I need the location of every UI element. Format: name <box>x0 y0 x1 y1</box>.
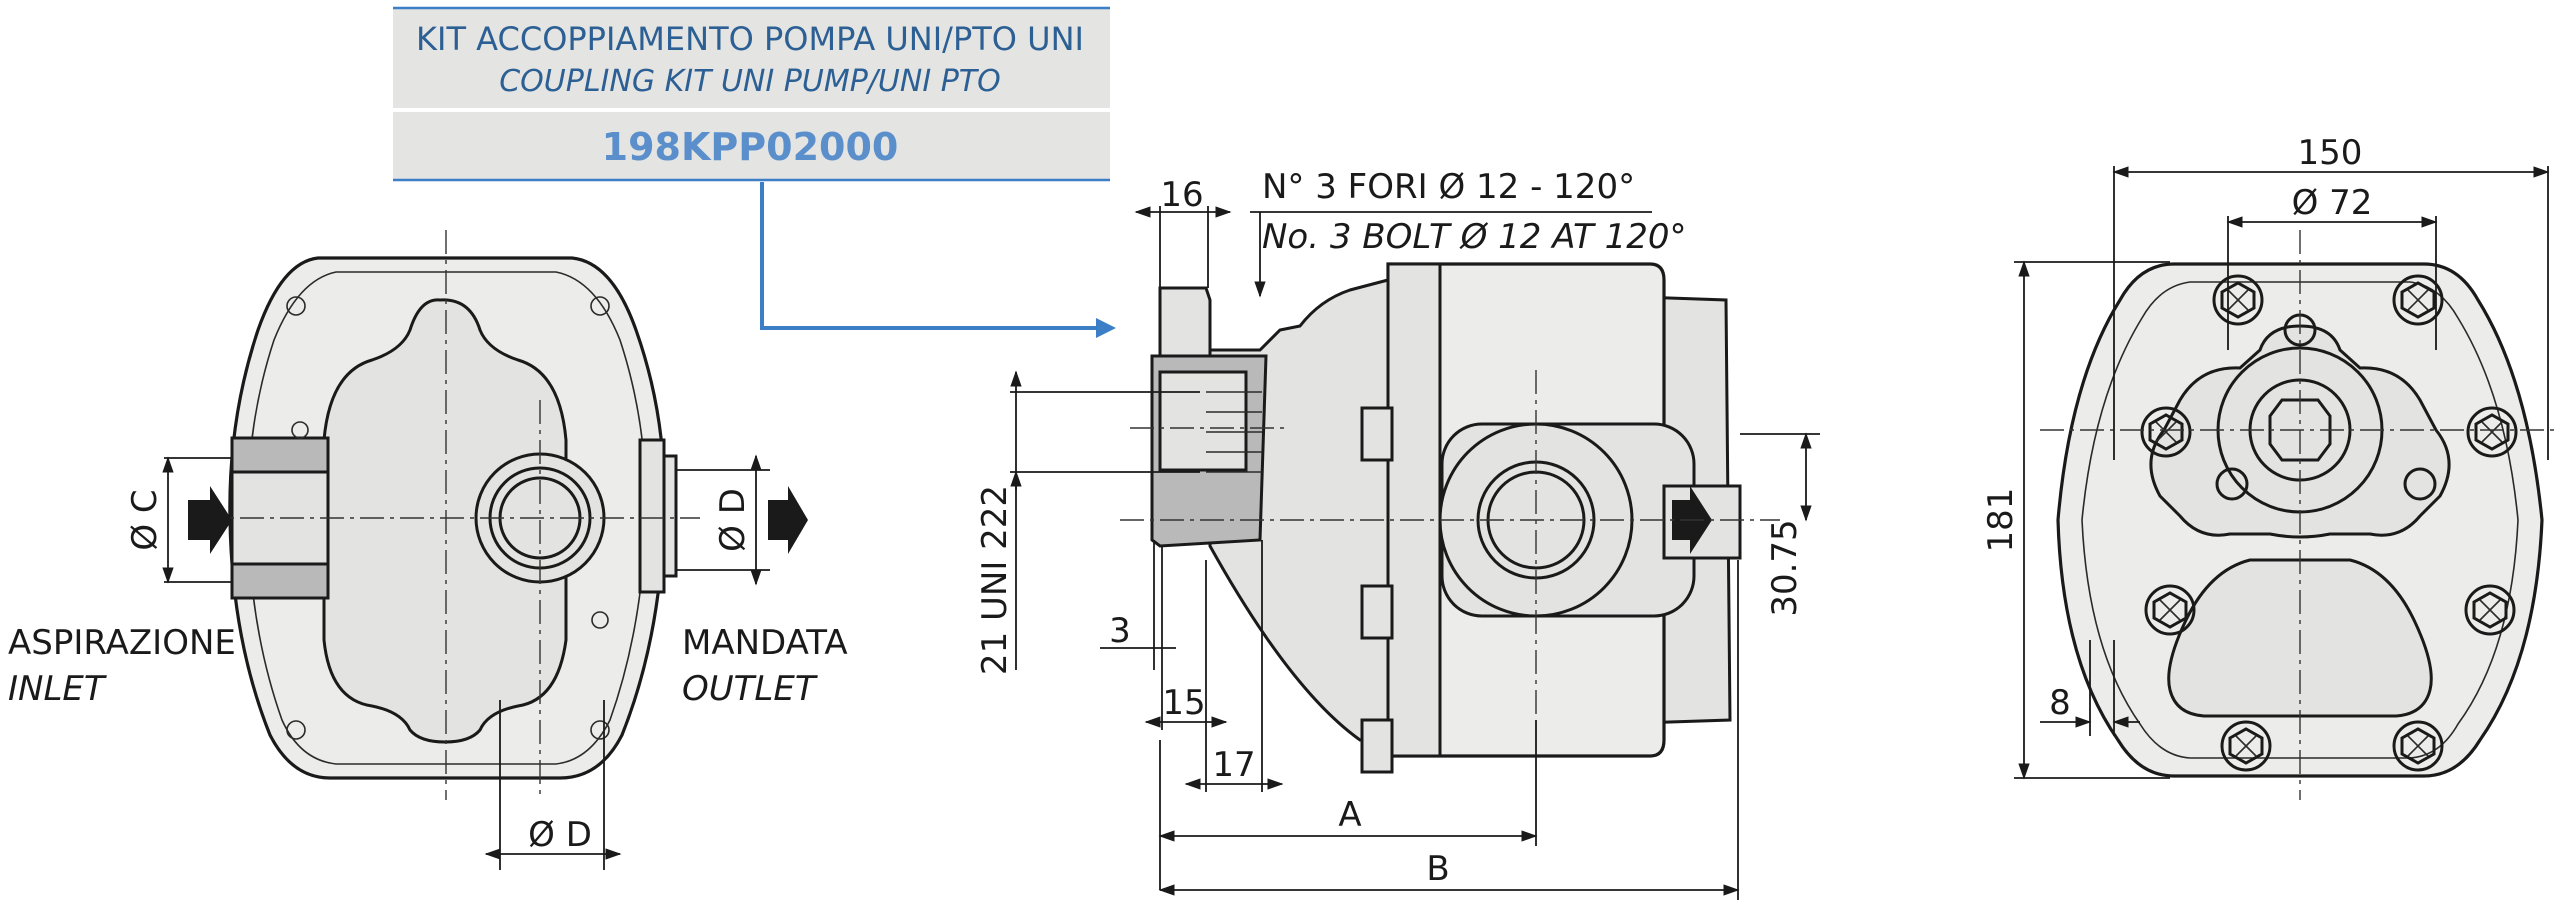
dim-8-label: 8 <box>2049 683 2071 723</box>
dim-spline-label: 21 UNI 222 <box>975 485 1015 675</box>
dim-16-label: 16 <box>1160 175 1203 215</box>
dim-d-bottom-label: Ø D <box>528 815 592 855</box>
kit-title-en: COUPLING KIT UNI PUMP/UNI PTO <box>499 64 1001 99</box>
front-view <box>162 230 808 870</box>
holes-label-it: N° 3 FORI Ø 12 - 120° <box>1262 167 1635 207</box>
outlet-label-en: OUTLET <box>682 669 818 709</box>
outlet-label-it: MANDATA <box>682 623 848 663</box>
side-view <box>1010 206 1820 900</box>
dim-a-label: A <box>1338 795 1361 835</box>
dim-b-label: B <box>1426 849 1449 889</box>
rear-bolts <box>2140 274 2518 772</box>
dim-d-side-label: Ø D <box>713 488 753 552</box>
dim-15-label: 15 <box>1162 683 1205 723</box>
dim-17-label: 17 <box>1212 745 1255 785</box>
holes-label-en: No. 3 BOLT Ø 12 AT 120° <box>1262 217 1687 257</box>
kit-pointer-arrow <box>760 182 1116 338</box>
kit-label-box: KIT ACCOPPIAMENTO POMPA UNI/PTO UNI COUP… <box>393 6 1110 182</box>
dim-150-label: 150 <box>2298 133 2363 173</box>
kit-code: 198KPP02000 <box>602 125 899 169</box>
dim-3-label: 3 <box>1109 611 1131 651</box>
inlet-label-en: INLET <box>8 669 107 709</box>
dim-30-75-label: 30.75 <box>1765 519 1805 616</box>
kit-title-it: KIT ACCOPPIAMENTO POMPA UNI/PTO UNI <box>416 20 1084 58</box>
dim-181-label: 181 <box>1981 488 2021 553</box>
dim-c-label: Ø C <box>125 489 165 550</box>
inlet-label-it: ASPIRAZIONE <box>8 623 236 663</box>
rear-view <box>2014 166 2560 800</box>
dim-72-label: Ø 72 <box>2292 183 2373 223</box>
